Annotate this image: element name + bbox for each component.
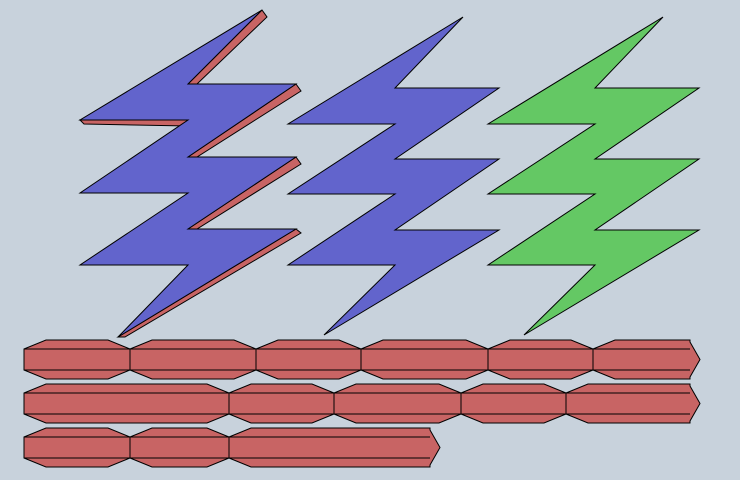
lightning-bolt-blue — [286, 16, 501, 336]
bar-segment — [460, 383, 567, 424]
bar-segment — [565, 383, 701, 424]
bolt-front-face — [78, 9, 298, 338]
bar-segment — [23, 427, 131, 468]
bar-rows — [23, 339, 701, 468]
bar-segment — [23, 383, 230, 424]
bar-segment — [333, 383, 462, 424]
lightning-bolt-blue-extruded — [78, 9, 302, 338]
bar-segment — [228, 427, 441, 468]
bar-segment — [487, 339, 594, 380]
bar-segment — [129, 427, 230, 468]
bar-segment — [360, 339, 489, 380]
bar-segment — [255, 339, 362, 380]
bar-segment — [23, 339, 131, 380]
bar-segment — [228, 383, 335, 424]
bar-segment — [592, 339, 701, 380]
lightning-bolt-green — [486, 16, 701, 336]
bar-segment — [129, 339, 257, 380]
